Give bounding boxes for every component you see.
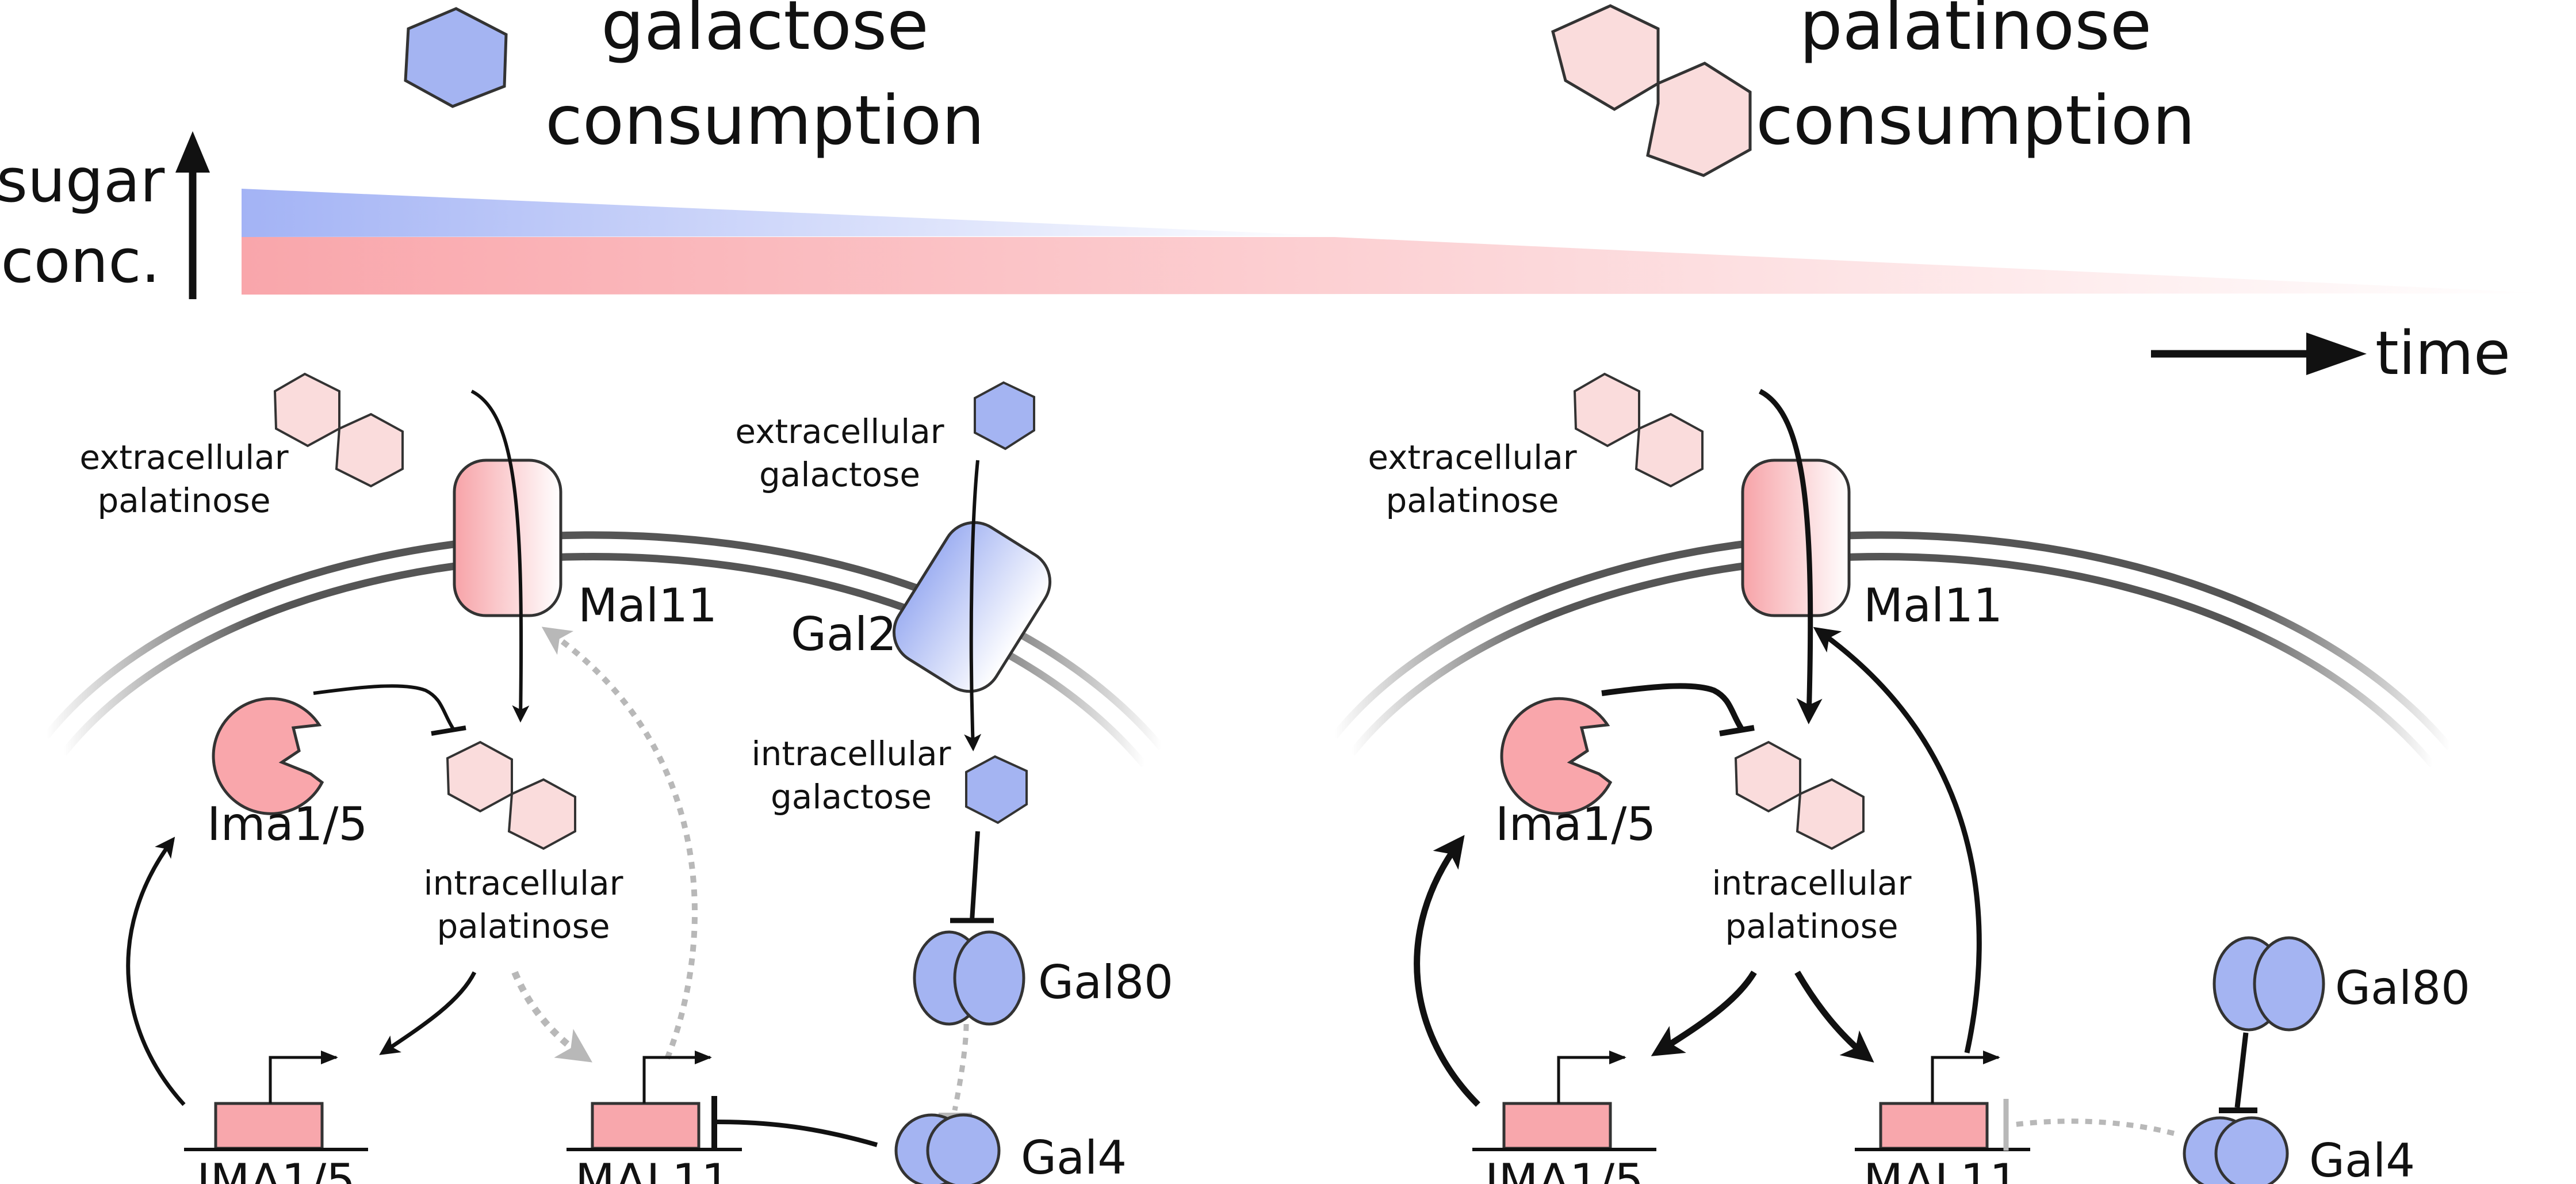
gal80-label: Gal80 (1038, 956, 1173, 1009)
palatinose-title-line1: palatinose (1800, 0, 2152, 65)
right-mal11-expression-arrow (1813, 627, 1982, 1053)
gal80-gal4-dashed-link (952, 1023, 969, 1111)
ima-gene (184, 1051, 368, 1151)
right-palatinose-to-ima-arrow (1651, 971, 1757, 1056)
right-gal4-dimer-icon (2183, 1116, 2289, 1184)
extracellular-galactose-label-2: galactose (759, 455, 920, 494)
ima-gene-label: IMA1/5 (197, 1154, 355, 1184)
right-palatinose-to-mal11-arrow (1794, 971, 1874, 1063)
mal11-gene-label: MAL11 (575, 1154, 730, 1184)
ima-enzyme-icon (212, 697, 324, 815)
intracellular-galactose-label-1: intracellular (751, 734, 951, 773)
right-gal80-gal4-inhibition-line (2234, 1032, 2249, 1108)
intracellular-palatinose-label-2: palatinose (437, 907, 610, 946)
palatinose-disaccharide-icon (1551, 4, 1752, 177)
palatinose-to-ima-arrow (379, 971, 477, 1055)
y-axis-label-line2: conc. (1, 226, 160, 296)
mal11-gene (567, 1051, 742, 1151)
right-cell-membrane-inner (1348, 553, 2436, 768)
gal80-dimer-icon (913, 930, 1025, 1026)
right-cell-membrane-outer (1331, 531, 2453, 751)
galactose-concentration-wedge (242, 189, 1334, 237)
cell-membrane-inner (60, 553, 1147, 768)
right-gal80-label: Gal80 (2335, 961, 2470, 1015)
right-extracellular-palatinose-label-2: palatinose (1385, 481, 1559, 520)
extracellular-palatinose-label-2: palatinose (97, 481, 270, 520)
right-ima-enzyme-icon (1500, 697, 1613, 815)
y-axis-arrowhead (175, 131, 210, 173)
palatinose-title-line2: consumption (1756, 81, 2195, 160)
gal4-to-mal11-line (715, 1120, 878, 1147)
right-extracellular-palatinose-icon (1573, 372, 1704, 488)
time-label: time (2375, 318, 2510, 388)
right-extracellular-palatinose-label-1: extracellular (1368, 438, 1576, 477)
right-gal4-to-mal11-dashed-line (2012, 1118, 2175, 1136)
gal4-label: Gal4 (1021, 1131, 1127, 1184)
galactose-hexagon-icon (404, 7, 508, 108)
right-palatinose-import-arrow (1758, 388, 1823, 724)
intracellular-palatinose-label-1: intracellular (423, 864, 623, 903)
intracellular-galactose-label-2: galactose (771, 777, 932, 816)
right-gal4-label: Gal4 (2309, 1134, 2415, 1184)
ima-expression-arrow (126, 837, 186, 1106)
mal11-transporter (453, 459, 562, 617)
palatinose-concentration-wedge (242, 237, 2554, 295)
left-panel: extracellular palatinose Mal11 extracell… (43, 372, 1173, 1184)
ima-inhibition-bar (431, 725, 466, 736)
right-ima-inhibition-bar (1719, 725, 1755, 736)
header: galactose consumption palatinose consump… (0, 0, 2554, 388)
right-intracellular-palatinose-label-1: intracellular (1712, 864, 1911, 903)
right-gal80-dimer-icon (2213, 936, 2325, 1032)
right-ima-gene-label: IMA1/5 (1485, 1154, 1644, 1184)
intracellular-galactose-icon (965, 755, 1028, 824)
ima-label: Ima1/5 (207, 797, 368, 851)
right-intracellular-palatinose-label-2: palatinose (1725, 907, 1898, 946)
right-mal11-gene-label: MAL11 (1863, 1154, 2019, 1184)
right-ima-label: Ima1/5 (1495, 797, 1656, 851)
right-intracellular-palatinose-icon (1734, 740, 1865, 850)
gal4-dimer-icon (894, 1113, 1001, 1184)
extracellular-galactose-icon (974, 381, 1035, 450)
gal2-label: Gal2 (791, 608, 897, 661)
galactose-import-arrow (964, 460, 982, 751)
ima-inhibition-line (313, 684, 456, 732)
right-mal11-label: Mal11 (1863, 579, 2003, 632)
extracellular-palatinose-icon (273, 372, 404, 488)
right-ima-gene (1472, 1051, 1656, 1151)
galactose-title-line2: consumption (545, 81, 985, 160)
extracellular-palatinose-label-1: extracellular (79, 438, 288, 477)
galactose-title-line1: galactose (601, 0, 929, 65)
right-ima-expression-arrow (1414, 835, 1480, 1107)
extracellular-galactose-label-1: extracellular (735, 412, 944, 451)
palatinose-to-mal11-arrow (511, 971, 592, 1063)
intracellular-palatinose-icon (446, 740, 576, 850)
y-axis-label-line1: sugar (0, 146, 165, 216)
right-panel: extracellular palatinose Mal11 Ima1/5 in… (1331, 372, 2470, 1184)
cell-membrane-outer (43, 531, 1165, 751)
mal11-label: Mal11 (578, 579, 717, 632)
right-ima-inhibition-line (1601, 683, 1746, 732)
palatinose-import-arrow (470, 389, 530, 723)
galactose-gal80-inhibition-line (970, 831, 980, 921)
time-arrowhead (2306, 333, 2367, 375)
right-mal11-gene (1855, 1051, 2030, 1151)
right-mal11-transporter (1741, 459, 1851, 617)
mal11-expression-arrow (541, 627, 698, 1060)
